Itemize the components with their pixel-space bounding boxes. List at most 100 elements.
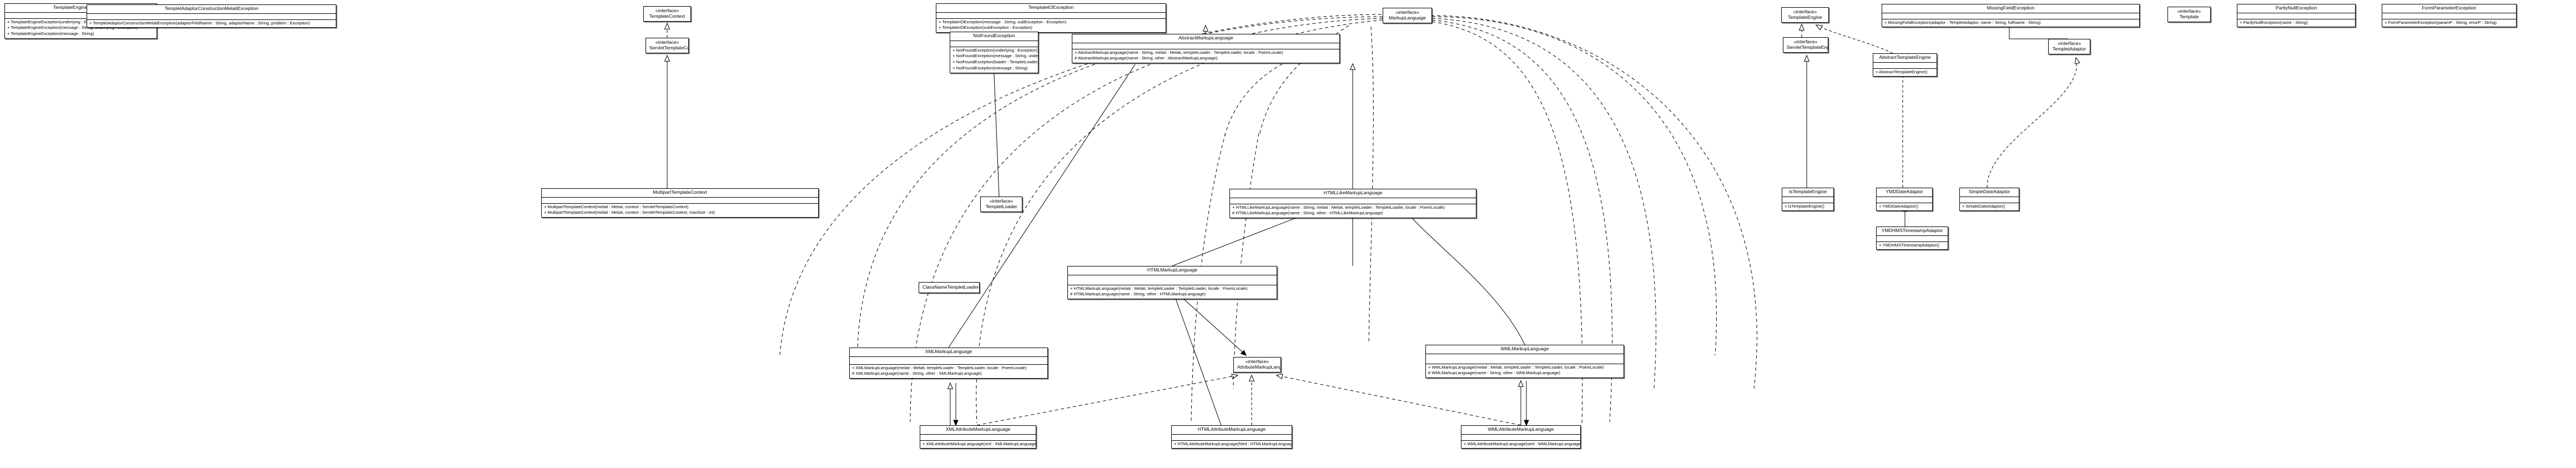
- class-header: SimpleDateAdaptor: [1960, 188, 2019, 197]
- class-attributes: [920, 435, 1036, 441]
- operation: + MissingFieldException(adaptor : Temple…: [1884, 19, 2041, 25]
- class-box-form-parameter-exception[interactable]: FormParameterException + FormParameterEx…: [2382, 4, 2517, 28]
- class-header: PartlyNullException: [2237, 4, 2355, 13]
- class-header: «interface» TempletAdaptor: [2049, 39, 2090, 54]
- stereotype-label: «interface»: [989, 198, 1014, 204]
- class-box-attribute-markup-language[interactable]: «interface» AttributeMarkupLanguage: [1233, 357, 1281, 373]
- operation: + HTMLAttributeMarkupLanguage(html : HTM…: [1174, 441, 1292, 446]
- class-name: IsTemplateEngine: [1788, 189, 1827, 194]
- class-header: FormParameterException: [2382, 4, 2516, 13]
- class-attributes: [1426, 354, 1624, 364]
- class-header: «interface» TempletLoader: [981, 197, 1022, 212]
- stereotype-label: «interface»: [655, 8, 679, 13]
- class-box-htmllike-markup-language[interactable]: HTMLLikeMarkupLanguage + HTMLLikeMarkupL…: [1229, 189, 1476, 219]
- class-box-partly-null-exception[interactable]: PartlyNullException + PartlyNullExceptio…: [2237, 4, 2356, 28]
- class-name: YMDDateAdaptor: [1886, 189, 1923, 194]
- class-box-ymd-date-adaptor[interactable]: YMDDateAdaptor + YMDDateAdaptor(): [1876, 188, 1933, 212]
- class-box-templet-adaptor-construction-melati-exception[interactable]: TempletAdaptorConstructionMelatiExceptio…: [87, 4, 336, 28]
- class-name: TempletAdaptor: [2052, 46, 2086, 52]
- stereotype-label: «interface»: [655, 39, 679, 45]
- class-box-xml-markup-language[interactable]: XMLMarkupLanguage + XMLMarkupLanguage(me…: [849, 348, 1048, 379]
- operation: + WMLMarkupLanguage(melati : Melati, tem…: [1428, 364, 1604, 370]
- class-box-template-io-exception[interactable]: TemplateIOException + TemplateIOExceptio…: [936, 3, 1166, 33]
- class-box-multipart-template-context[interactable]: MultipartTemplateContext + MultipartTemp…: [541, 188, 819, 218]
- class-box-templet-loader[interactable]: «interface» TempletLoader: [980, 197, 1022, 213]
- class-box-markup-language[interactable]: «interface» MarkupLanguage: [1383, 8, 1432, 24]
- operation: + NotFoundException(message : String, un…: [952, 53, 1039, 59]
- stereotype-label: «interface»: [1793, 9, 1817, 14]
- class-box-abstract-template-engine[interactable]: AbstractTemplateEngine + AbstractTemplat…: [1873, 53, 1937, 77]
- class-header: «interface» Template: [2168, 7, 2210, 22]
- class-attributes: [87, 14, 336, 20]
- class-name: YMDHMSTimestampAdaptor: [1881, 228, 1943, 233]
- operation: + WMLAttributeMarkupLanguage(wml : WMLMa…: [1464, 441, 1581, 446]
- class-header: WMLMarkupLanguage: [1426, 345, 1624, 354]
- class-box-wml-markup-language[interactable]: WMLMarkupLanguage + WMLMarkupLanguage(me…: [1425, 345, 1624, 379]
- class-name: ClassNameTempletLoader: [922, 284, 979, 290]
- class-name: MultipartTemplateContext: [653, 189, 707, 195]
- class-box-template[interactable]: «interface» Template: [2167, 7, 2211, 23]
- stereotype-label: «interface»: [1395, 9, 1419, 15]
- class-header: WMLAttributeMarkupLanguage: [1461, 426, 1580, 435]
- class-box-wml-attribute-markup-language[interactable]: WMLAttributeMarkupLanguage + WMLAttribut…: [1461, 425, 1581, 449]
- class-attributes: [542, 198, 818, 204]
- class-attributes: [2382, 13, 2516, 19]
- class-operations: + TemplateEngineException(underlying : E…: [5, 19, 157, 38]
- class-operations: + IsTemplateEngine(): [1782, 203, 1833, 211]
- class-name: TemplateEngineException: [53, 4, 109, 10]
- operation: + TemplateEngineException(message : Stri…: [7, 31, 94, 37]
- operation: + IsTemplateEngine(): [1784, 203, 1824, 209]
- class-header: XMLMarkupLanguage: [850, 348, 1047, 357]
- class-name: SimpleDateAdaptor: [1968, 189, 2010, 194]
- class-operations: + HTMLMarkupLanguage(melati : Melati, te…: [1068, 285, 1277, 299]
- class-box-servlet-template-engine[interactable]: «interface» ServletTemplateEngine: [1783, 37, 1828, 53]
- stereotype-label: «interface»: [1245, 359, 1269, 364]
- class-name: ServletTemplateContext: [649, 44, 688, 51]
- operation: + NotFoundException(underlying : Excepti…: [952, 47, 1038, 53]
- operation: + NotFoundException(message : String): [952, 65, 1028, 71]
- class-header: AbstractTemplateEngine: [1873, 54, 1937, 63]
- operation: + PartlyNullException(name : String): [2240, 19, 2308, 25]
- class-box-simple-date-adaptor[interactable]: SimpleDateAdaptor + SimpleDateAdaptor(): [1959, 188, 2019, 212]
- class-box-xml-attribute-markup-language[interactable]: XMLAttributeMarkupLanguage + XMLAttribut…: [920, 425, 1036, 449]
- class-attributes: [1072, 43, 1339, 49]
- class-header: «interface» TemplateEngine: [1782, 8, 1828, 22]
- class-operations: + TempletAdaptorConstructionMelatiExcept…: [87, 20, 336, 28]
- class-box-class-name-templet-loader[interactable]: ClassNameTempletLoader: [919, 282, 980, 293]
- operation: + TemplateEngineException(message : Stri…: [7, 25, 138, 31]
- operation: + YMDHMSTimestampAdaptor(): [1879, 242, 1940, 248]
- class-attributes: [5, 13, 157, 19]
- class-operations: + WMLMarkupLanguage(melati : Melati, tem…: [1426, 364, 1624, 378]
- class-operations: + SimpleDateAdaptor(): [1960, 203, 2019, 211]
- class-box-missing-field-exception[interactable]: MissingFieldException + MissingFieldExce…: [1882, 4, 2140, 28]
- operation: + XMLAttributeMarkupLanguage(xml : XMLMa…: [922, 441, 1036, 446]
- class-box-templet-adaptor[interactable]: «interface» TempletAdaptor: [2048, 39, 2090, 55]
- class-operations: + TemplateIOException(message : String, …: [936, 19, 1166, 33]
- class-box-servlet-template-context[interactable]: «interface» ServletTemplateContext: [646, 38, 689, 54]
- class-box-is-template-engine[interactable]: IsTemplateEngine + IsTemplateEngine(): [1782, 188, 1834, 212]
- class-box-html-markup-language[interactable]: HTMLMarkupLanguage + HTMLMarkupLanguage(…: [1067, 266, 1277, 300]
- class-box-html-attribute-markup-language[interactable]: HTMLAttributeMarkupLanguage + HTMLAttrib…: [1171, 425, 1292, 449]
- class-name: AbstractTemplateEngine: [1879, 54, 1931, 60]
- class-header: IsTemplateEngine: [1782, 188, 1833, 197]
- class-header: NotFoundException: [950, 32, 1038, 41]
- operation: + HTMLMarkupLanguage(melati : Melati, te…: [1070, 285, 1248, 291]
- class-name: AttributeMarkupLanguage: [1237, 364, 1281, 370]
- class-box-template-context[interactable]: «interface» TemplateContext: [643, 6, 691, 22]
- class-box-template-engine[interactable]: «interface» TemplateEngine: [1781, 7, 1829, 23]
- class-box-not-found-exception[interactable]: NotFoundException + NotFoundException(un…: [950, 32, 1039, 73]
- class-box-abstract-markup-language[interactable]: AbstractMarkupLanguage + AbstractMarkupL…: [1072, 34, 1340, 64]
- class-name: ServletTemplateEngine: [1787, 44, 1828, 50]
- class-operations: + YMDDateAdaptor(): [1877, 203, 1932, 211]
- operation: # HTMLMarkupLanguage(name : String, othe…: [1070, 291, 1206, 297]
- class-header: MultipartTemplateContext: [542, 189, 818, 198]
- class-attributes: [950, 41, 1038, 47]
- class-attributes: [1960, 197, 2019, 203]
- class-name: TemplateEngine: [1788, 14, 1822, 20]
- class-attributes: [1068, 275, 1277, 285]
- stereotype-label: «interface»: [2057, 41, 2081, 46]
- class-attributes: [1782, 197, 1833, 203]
- class-box-ymdhms-timestamp-adaptor[interactable]: YMDHMSTimestampAdaptor + YMDHMSTimestamp…: [1876, 227, 1948, 250]
